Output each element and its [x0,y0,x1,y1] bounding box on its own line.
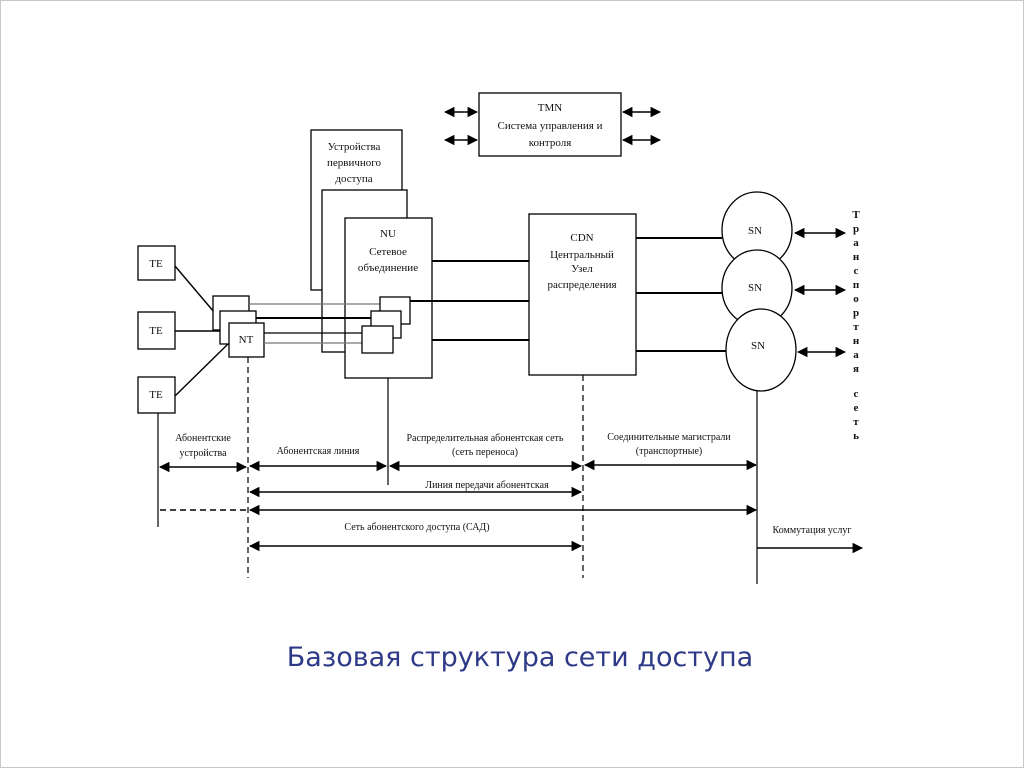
primary-access-label-3: доступа [335,173,372,185]
nu-cdn-links [410,260,529,341]
transport-net-letter: я [853,363,859,375]
tmn-arrows [443,106,662,146]
te-box-3 [137,376,176,414]
nt-label: NT [239,334,254,346]
cdn-label-1: Центральный [550,249,614,261]
slide-caption: Базовая структура сети доступа [286,642,754,673]
te-nt-links [174,265,229,397]
nu-label-1: Сетевое [369,246,407,258]
label-distribution-net-2: (сеть переноса) [452,447,518,458]
te-label-1: TE [149,258,163,270]
cdn-label-2: Узел [571,263,593,275]
label-subscriber-devices-1: Абонентские [175,433,231,444]
primary-access-label-2: первичного [327,157,382,169]
label-distribution-net-1: Распределительная абонентская сеть [407,433,564,444]
nu-inner-ports [361,296,411,354]
te-box-2 [137,311,176,350]
cdn-sn-links [636,237,727,352]
transport-net-letter: т [853,321,859,333]
label-service-switching: Коммутация услуг [773,525,852,536]
sn-label-3: SN [751,340,765,352]
transport-net-letter: Т [852,209,860,221]
nt-box-front [228,322,265,358]
sn-label-1: SN [748,225,762,237]
transport-net-letter: н [853,251,860,263]
cdn-label-3: распределения [547,279,616,291]
tmn-block: TMN Система управления и контроля [478,92,622,157]
transport-net-letter: н [853,335,860,347]
cdn-title: CDN [570,232,593,244]
nu-label-2: объединение [358,262,418,274]
transport-net-letter: о [853,293,859,305]
te1-link [174,265,215,313]
transport-net-letter: п [853,279,860,291]
nu-title: NU [380,228,396,240]
sn-nodes [721,191,797,392]
transport-net-letter: р [853,223,859,235]
sn-transport-arrows [793,227,847,358]
tmn-label: Система управления и [498,120,603,132]
label-trunks-2: (транспортные) [636,446,702,457]
te-label-3: TE [149,389,163,401]
transport-net-letter: р [853,307,859,319]
tmn-title: TMN [538,102,563,114]
label-access-net: Сеть абонентского доступа (САД) [344,522,489,533]
label-transmission-line: Линия передачи абонентская [425,480,549,491]
sn-label-2: SN [748,282,762,294]
nt-nu-links [249,303,380,344]
transport-net-letter: а [853,237,859,249]
tmn-label-2: контроля [529,137,572,149]
label-subscriber-line: Абонентская линия [277,446,360,457]
te-box-1 [137,245,176,281]
te-label-2: TE [149,325,163,337]
label-subscriber-devices-2: устройства [179,448,227,459]
segment-arrows [158,459,864,554]
nt-stack [212,295,265,358]
primary-access-label-1: Устройства [328,141,381,153]
te-boxes [137,245,176,414]
sn-node-3 [725,308,797,392]
transport-net-letter: е [854,402,859,414]
te3-link [174,343,229,397]
transport-net-letter: ь [853,430,859,442]
cdn-block: CDN Центральный Узел распределения [528,213,637,376]
boundary-lines [157,357,758,584]
label-trunks-1: Соединительные магистрали [607,432,731,443]
transport-net-letter: с [854,265,859,277]
transport-net-letter: а [853,349,859,361]
transport-net-letter: с [854,388,859,400]
nu-port-3 [361,325,394,354]
transport-net-letter: т [853,416,859,428]
